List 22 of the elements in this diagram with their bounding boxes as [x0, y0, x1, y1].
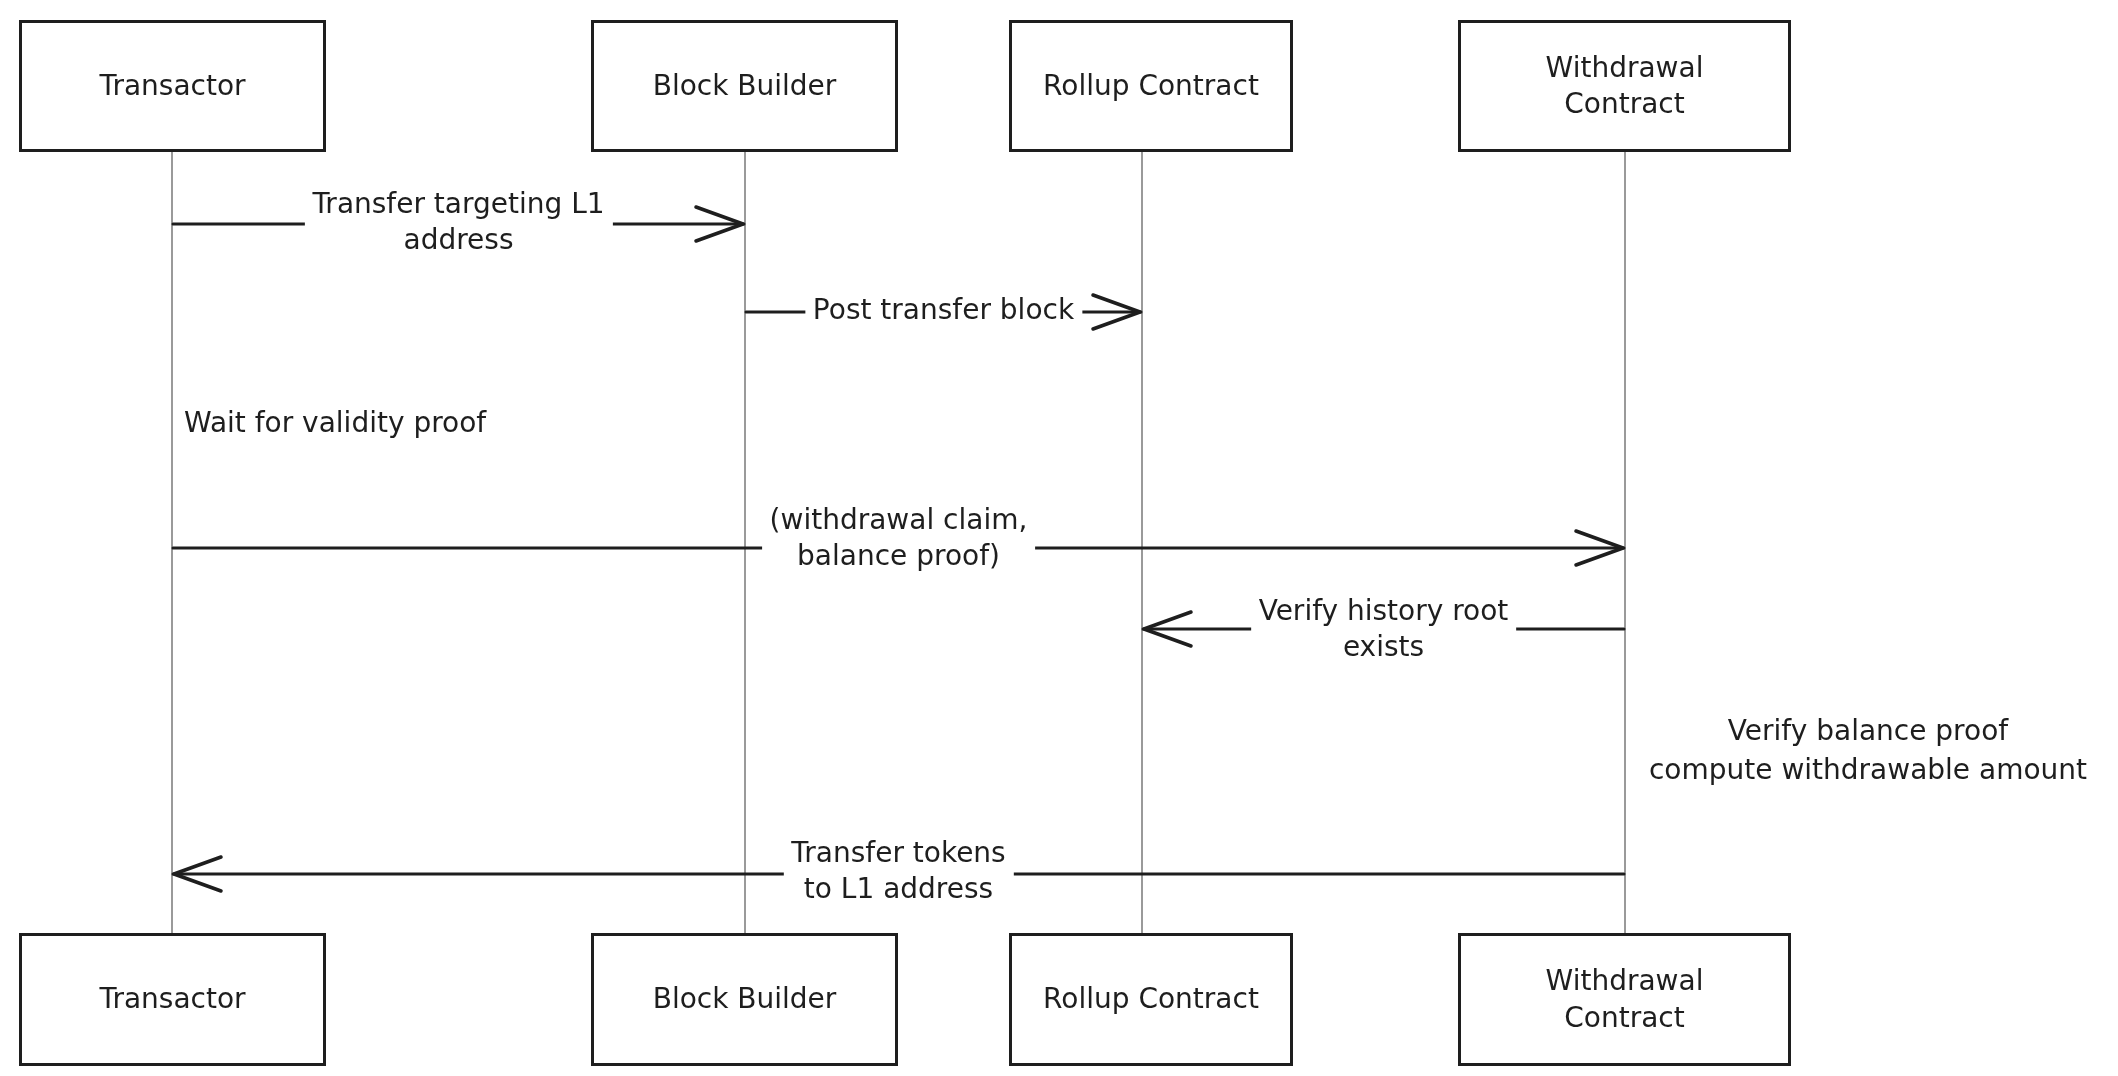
note-text: Wait for validity proof	[184, 405, 487, 442]
participant-name: Rollup Contract	[1043, 981, 1259, 1018]
lifeline	[744, 152, 746, 933]
participant-box	[19, 933, 326, 1066]
lifeline	[171, 152, 173, 933]
participant-name: Block Builder	[652, 981, 837, 1018]
participant-name: Transactor	[99, 67, 246, 104]
participant-name: Withdrawal Contract	[1545, 963, 1704, 1036]
participant-box	[1009, 933, 1293, 1066]
participant-name: Withdrawal Contract	[1545, 49, 1704, 122]
participant-name: Transactor	[99, 981, 246, 1018]
participant-box	[1458, 20, 1791, 152]
participant-box	[1458, 933, 1791, 1066]
lifeline	[1141, 152, 1143, 933]
participant-name: Block Builder	[652, 67, 837, 104]
participant-box	[19, 20, 326, 152]
participant-name: Rollup Contract	[1043, 67, 1259, 104]
participant-box	[591, 20, 898, 152]
participant-box	[1009, 20, 1293, 152]
note-text: Verify balance proof compute withdrawable amount	[1649, 712, 2087, 788]
participant-box	[591, 933, 898, 1066]
lifeline	[1624, 152, 1626, 933]
